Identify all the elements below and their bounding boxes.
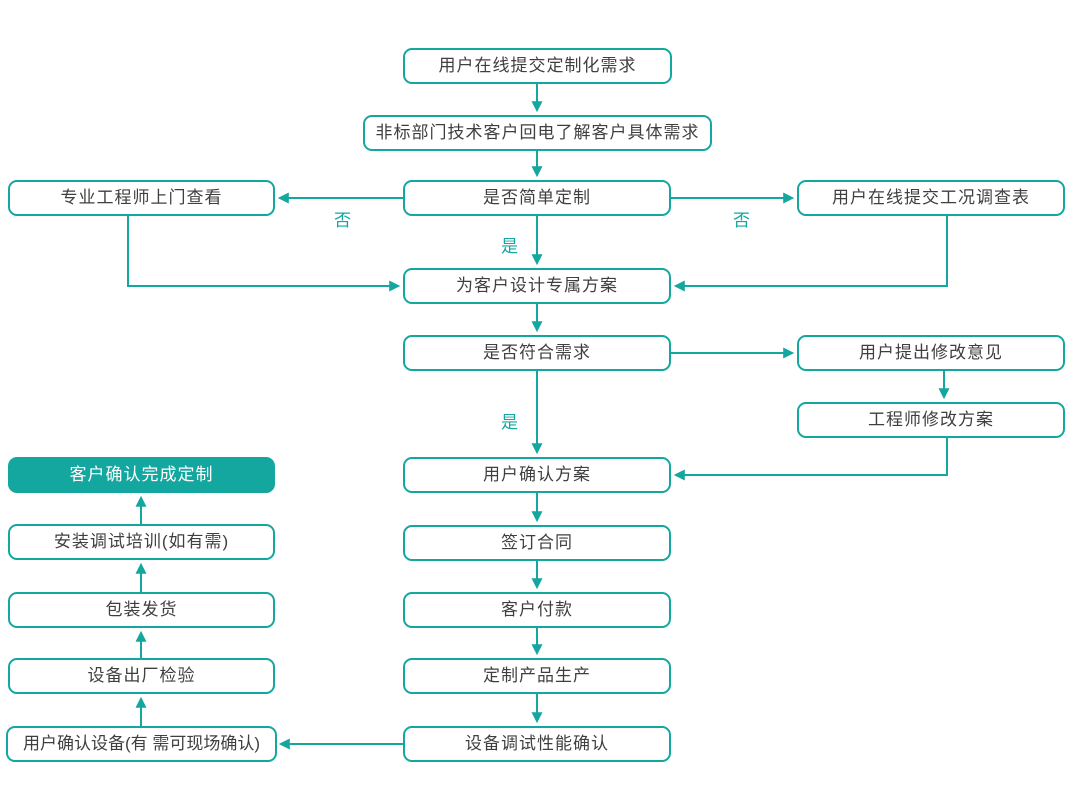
flow-node-sign-contract: 签订合同 <box>403 525 671 561</box>
flow-node-survey-form: 用户在线提交工况调查表 <box>797 180 1065 216</box>
flow-node-debug-confirm: 设备调试性能确认 <box>403 726 671 762</box>
flow-node-submit-request: 用户在线提交定制化需求 <box>403 48 672 84</box>
flow-node-engineer-visit: 专业工程师上门查看 <box>8 180 275 216</box>
flow-node-install-training: 安装调试培训(如有需) <box>8 524 275 560</box>
flow-node-confirm-equipment: 用户确认设备(有 需可现场确认) <box>6 726 277 762</box>
edge-label-yes-confirm: 是 <box>501 413 519 432</box>
edge-survey-to-design <box>673 216 948 292</box>
flow-node-modify-feedback: 用户提出修改意见 <box>797 335 1065 371</box>
flow-node-meets-needs: 是否符合需求 <box>403 335 671 371</box>
flow-node-engineer-modify: 工程师修改方案 <box>797 402 1065 438</box>
flow-node-design-plan: 为客户设计专属方案 <box>403 268 671 304</box>
flow-node-custom-done: 客户确认完成定制 <box>8 457 275 493</box>
edge-label-no-right: 否 <box>733 211 751 230</box>
edge-label-no-left: 否 <box>334 211 352 230</box>
flow-node-production: 定制产品生产 <box>403 658 671 694</box>
flow-node-packing-shipping: 包装发货 <box>8 592 275 628</box>
flow-node-callback: 非标部门技术客户回电了解客户具体需求 <box>363 115 712 151</box>
flow-node-payment: 客户付款 <box>403 592 671 628</box>
flow-node-confirm-plan: 用户确认方案 <box>403 457 671 493</box>
edge-label-yes-design: 是 <box>501 237 519 256</box>
edge-visit-to-design <box>127 216 401 292</box>
flow-node-factory-inspection: 设备出厂检验 <box>8 658 275 694</box>
edge-modify-to-confirm <box>673 437 948 481</box>
flow-node-simple-custom: 是否简单定制 <box>403 180 671 216</box>
